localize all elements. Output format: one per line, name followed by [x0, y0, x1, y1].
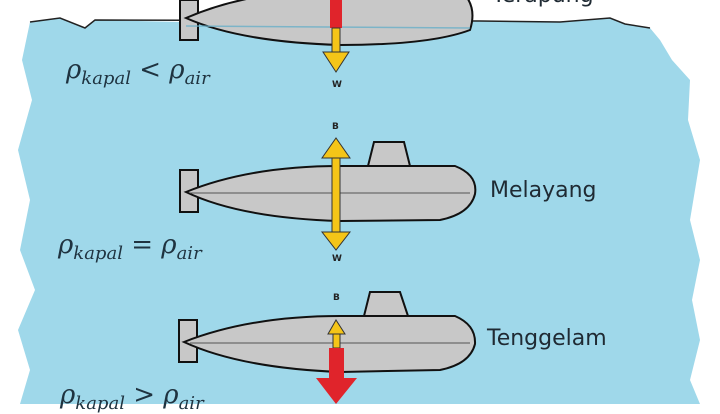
operator: <: [139, 55, 162, 85]
force-label-b-3: B: [333, 293, 340, 303]
rho: ρ: [58, 230, 74, 260]
sub: kapal: [73, 243, 123, 264]
submarine-hovering: [179, 141, 477, 223]
submarine-floating: [179, 0, 474, 47]
sub: kapal: [81, 68, 131, 89]
operator: >: [133, 380, 156, 410]
rho: ρ: [66, 55, 82, 85]
density-relation-floating: ρkapal < ρair: [66, 55, 210, 89]
force-label-b-2: B: [332, 122, 339, 132]
diagram-canvas: [18, 0, 700, 404]
submarine-sinking: [178, 291, 477, 374]
buoyancy-weight-arrows-hovering: [320, 137, 352, 251]
water-surface-line: [29, 17, 651, 29]
force-label-w-1: W: [332, 80, 342, 90]
state-label-hovering: Melayang: [490, 178, 597, 203]
rho: ρ: [169, 55, 185, 85]
force-label-w-2: W: [332, 254, 342, 264]
state-label-sinking: Tenggelam: [487, 326, 607, 351]
rho: ρ: [60, 380, 76, 410]
weight-arrow-floating: [322, 0, 350, 73]
operator: =: [131, 230, 154, 260]
rho: ρ: [161, 230, 177, 260]
density-relation-sinking: ρkapal > ρair: [60, 380, 204, 414]
rho: ρ: [163, 380, 179, 410]
state-label-floating: Terapung: [492, 0, 594, 8]
buoyancy-weight-arrows-sinking: [316, 319, 357, 404]
sub: air: [176, 243, 202, 264]
density-relation-hovering: ρkapal = ρair: [58, 230, 202, 264]
sub: air: [184, 68, 210, 89]
